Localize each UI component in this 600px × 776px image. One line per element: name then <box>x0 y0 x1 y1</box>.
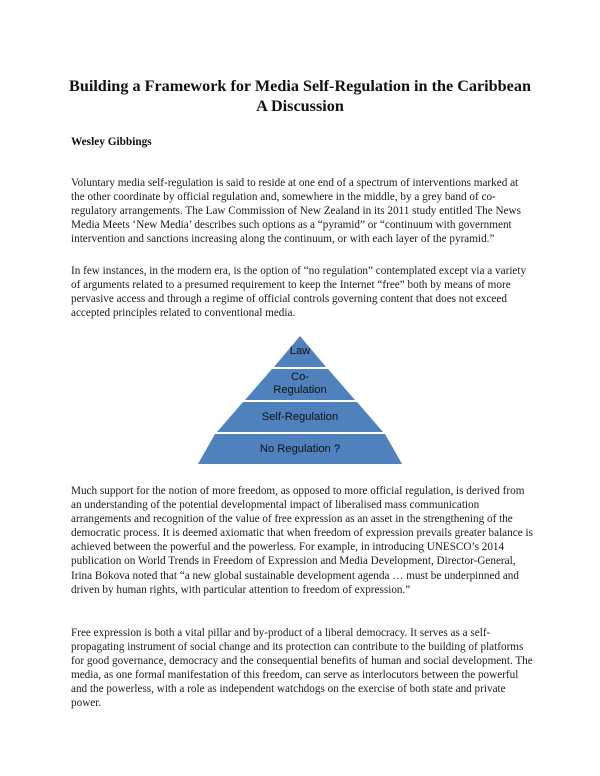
pyramid-layer-no-regulation <box>198 434 402 464</box>
pyramid-label-co-regulation: Co- Regulation <box>250 371 350 397</box>
pyramid-label-law: Law <box>280 345 320 358</box>
title-line-1: Building a Framework for Media Self-Regu… <box>69 77 531 95</box>
paragraph-1: Voluntary media self-regulation is said … <box>71 177 521 246</box>
paragraph-3: Much support for the notion of more free… <box>71 485 533 596</box>
pyramid-label-co-line1: Co- <box>290 371 310 383</box>
document-title: Building a Framework for Media Self-Regu… <box>60 76 540 116</box>
pyramid-label-self-text: Self-Regulation <box>261 411 339 423</box>
pyramid-label-no-regulation: No Regulation ? <box>210 443 390 456</box>
pyramid-label-no-text: No Regulation ? <box>259 443 341 455</box>
pyramid-label-co-line2: Regulation <box>273 384 327 396</box>
pyramid-layer-self-regulation <box>217 402 383 432</box>
pyramid-label-self-regulation: Self-Regulation <box>230 411 370 424</box>
pyramid-layer-law <box>274 336 326 367</box>
author-name: Wesley Gibbings <box>71 136 152 148</box>
pyramid-shape <box>198 336 402 464</box>
title-line-2: A Discussion <box>256 97 344 115</box>
paragraph-4: Free expression is both a vital pillar a… <box>71 627 533 710</box>
pyramid-label-law-text: Law <box>289 345 311 357</box>
regulation-pyramid-diagram: Law Co- Regulation Self-Regulation No Re… <box>195 330 405 470</box>
pyramid-layer-co-regulation <box>245 369 355 400</box>
paragraph-2: In few instances, in the modern era, is … <box>71 265 527 320</box>
